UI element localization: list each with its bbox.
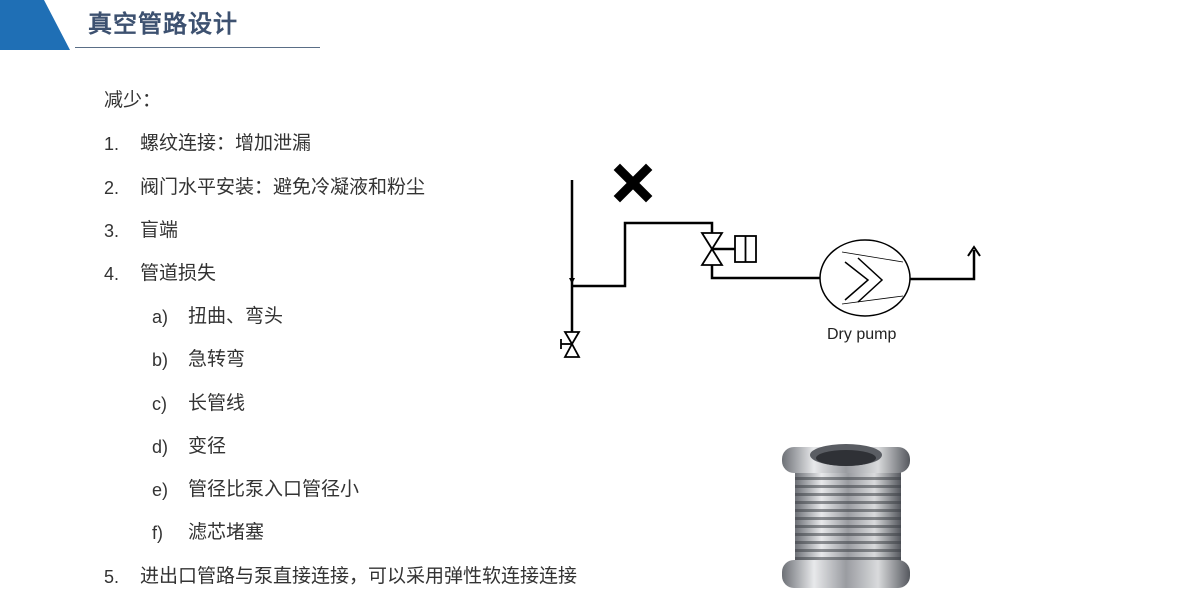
drain-valve-icon (560, 331, 581, 358)
sub-list-item: 滤芯堵塞 (188, 521, 265, 543)
intro-label: 减少： (104, 89, 162, 111)
subitem-letter: d) (152, 437, 169, 457)
subitem-letter: f) (152, 523, 163, 543)
exhaust-arrow-icon (967, 245, 981, 257)
title-underline (75, 47, 320, 48)
sub-list-item: 管径比泵入口管径小 (188, 478, 360, 500)
subitem-letter: a) (152, 307, 169, 327)
pipe-lines (570, 180, 976, 332)
list-item: 管道损失 (140, 262, 217, 284)
sub-list-item: 变径 (188, 435, 227, 457)
sub-list-item: 长管线 (188, 392, 246, 414)
item-number: 1. (104, 134, 120, 154)
list-item: 盲端 (140, 219, 179, 241)
pump-label: Dry pump (827, 326, 897, 343)
item-number: 3. (104, 221, 120, 241)
flow-arrow-icon (569, 278, 575, 284)
subitem-letter: b) (152, 350, 169, 370)
dry-pump-icon (819, 239, 911, 317)
sub-list-item: 急转弯 (188, 348, 246, 370)
list-item: 进出口管路与泵直接连接，可以采用弹性软连接连接 (140, 565, 578, 587)
subitem-letter: c) (152, 394, 167, 414)
sub-list-item: 扭曲、弯头 (188, 305, 284, 327)
x-mark-icon (613, 163, 653, 203)
list-item: 阀门水平安装：避免冷凝液和粉尘 (140, 176, 426, 198)
item-number: 2. (104, 178, 120, 198)
item-number: 4. (104, 264, 120, 284)
valve-icon (700, 232, 757, 266)
page-title: 真空管路设计 (88, 10, 238, 38)
list-item: 螺纹连接：增加泄漏 (140, 132, 312, 154)
subitem-letter: e) (152, 480, 169, 500)
item-number: 5. (104, 567, 120, 587)
flexible-bellows-image (782, 444, 910, 588)
